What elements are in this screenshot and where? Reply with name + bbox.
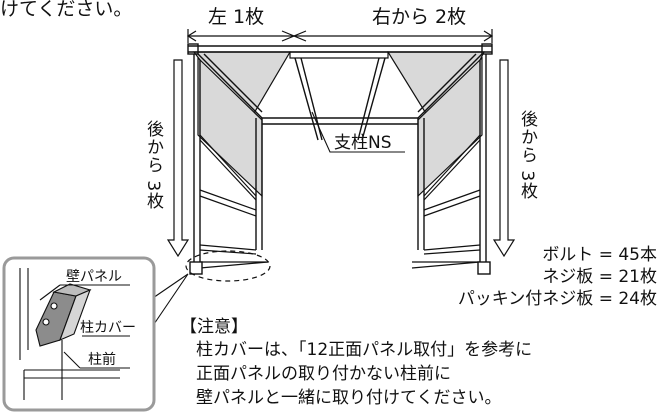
caution-heading: 【注意】 xyxy=(180,317,248,337)
inset-frame xyxy=(2,256,156,412)
right-order-arrow xyxy=(492,59,516,258)
caution-note: 【注意】 柱カバーは、「12正面パネル取付」を参考に 正面パネルの取り付かない柱… xyxy=(180,316,532,410)
part-label: ボルト xyxy=(542,245,594,265)
caution-line: 壁パネルと一緒に取り付けてください。 xyxy=(196,388,502,408)
left-side-panels xyxy=(199,134,269,269)
top-dimension-line xyxy=(186,29,494,43)
right-side-panels xyxy=(411,134,481,269)
right-side-label: 後から 3枚 xyxy=(517,110,537,201)
post-leader-line xyxy=(311,111,405,153)
post-label: 支柱NS xyxy=(334,133,392,153)
left-order-arrow xyxy=(166,59,190,258)
highlight-ellipse xyxy=(185,250,271,282)
inset-wall-panel-label: 壁パネル xyxy=(66,269,122,285)
left-front-post xyxy=(189,261,203,275)
caution-line: 正面パネルの取り付かない柱前に xyxy=(196,364,451,384)
parts-row: パッキン付ネジ板 = 24枚 xyxy=(458,288,657,310)
part-label: パッキン付ネジ板 xyxy=(457,289,594,309)
left-side-label: 後から 3枚 xyxy=(143,120,163,211)
top-instruction: けてください。 xyxy=(0,0,133,20)
part-label: ネジ板 xyxy=(542,267,594,287)
parts-row: ボルト = 45本 xyxy=(458,244,657,266)
part-value: = 21枚 xyxy=(598,267,657,287)
right-top-label: 右から 2枚 xyxy=(372,6,467,28)
frame-outline xyxy=(187,43,493,262)
inset-post-cover-label: 柱カバー xyxy=(80,320,136,336)
part-value: = 24枚 xyxy=(598,289,657,309)
inset-post-front-label: 柱前 xyxy=(88,352,116,368)
left-top-label: 左 1枚 xyxy=(208,6,265,28)
caution-line: 柱カバーは、「12正面パネル取付」を参考に xyxy=(196,340,533,360)
parts-list: ボルト = 45本 ネジ板 = 21枚 パッキン付ネジ板 = 24枚 xyxy=(458,244,657,310)
part-value: = 45本 xyxy=(598,245,657,265)
parts-row: ネジ板 = 21枚 xyxy=(458,266,657,288)
inset-drawing xyxy=(19,268,130,400)
right-front-post xyxy=(477,261,491,275)
